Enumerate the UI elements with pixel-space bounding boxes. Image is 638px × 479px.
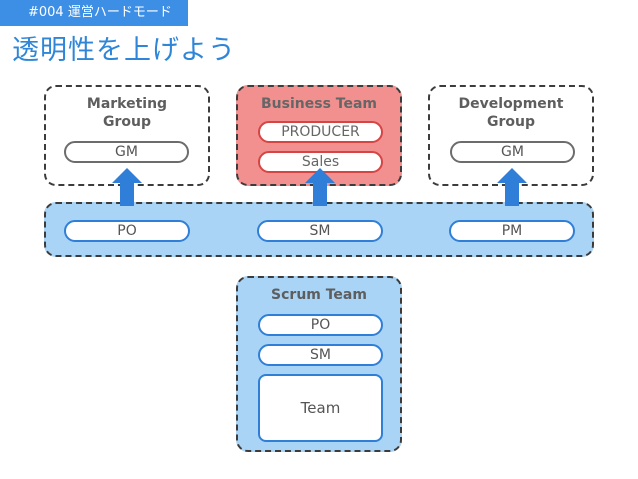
development-group-title-line2: Group (486, 114, 535, 130)
marketing-group-title-line1: Marketing (86, 96, 168, 112)
role-bar-box: PO SM PM (44, 202, 594, 257)
up-arrow-icon-left (112, 168, 142, 206)
business-team-box: Business Team PRODUCER Sales (236, 85, 402, 186)
scrum-sm-pill: SM (258, 344, 383, 366)
scrum-po-pill: PO (258, 314, 383, 336)
development-group-title: Development Group (430, 95, 592, 131)
up-arrow-icon-center (305, 168, 335, 206)
scrum-team-box: Scrum Team PO SM Team (236, 276, 402, 452)
pm-pill: PM (449, 220, 575, 242)
development-group-title-line1: Development (458, 96, 564, 112)
up-arrow-icon-right (497, 168, 527, 206)
marketing-group-title-line2: Group (102, 114, 151, 130)
marketing-group-title: Marketing Group (46, 95, 208, 131)
page-title: 透明性を上げよう (12, 35, 236, 66)
producer-pill: PRODUCER (258, 121, 383, 143)
sm-pill: SM (257, 220, 383, 242)
development-gm-pill: GM (450, 141, 575, 163)
scrum-team-title: Scrum Team (271, 287, 367, 303)
slide-tag: #004 運営ハードモード (0, 0, 188, 26)
marketing-gm-pill: GM (64, 141, 189, 163)
po-pill: PO (64, 220, 190, 242)
business-team-title: Business Team (261, 96, 377, 112)
team-block: Team (258, 374, 383, 442)
team-label: Team (300, 399, 341, 417)
